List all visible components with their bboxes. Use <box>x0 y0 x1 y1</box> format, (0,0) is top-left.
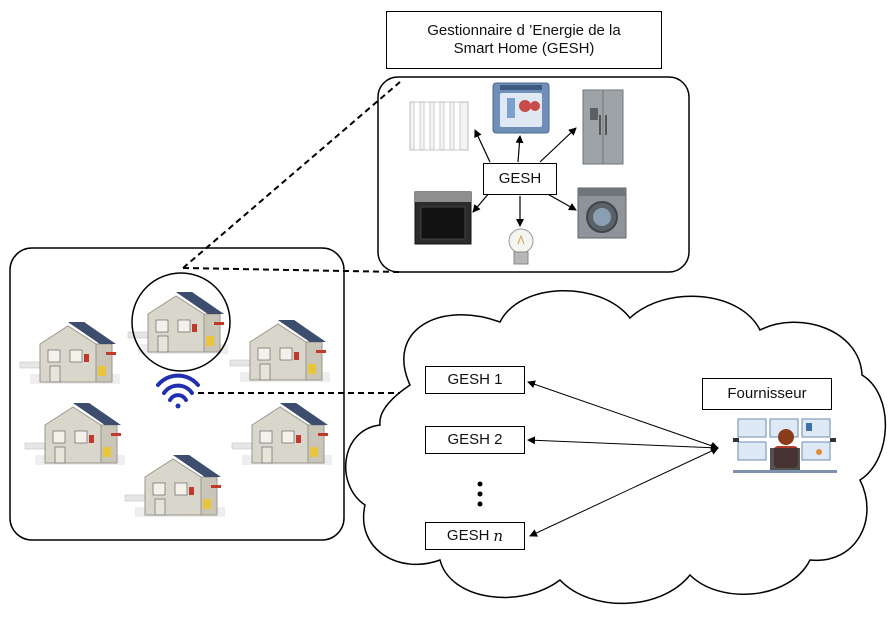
gesh-hub-label: GESH <box>498 170 542 187</box>
provider-box: Fournisseur <box>702 378 832 410</box>
ellipsis-dots <box>477 481 483 507</box>
provider-workstation-icon <box>733 418 837 473</box>
gesh-1-box: GESH 1 <box>425 366 525 394</box>
gesh-2-box: GESH 2 <box>425 426 525 454</box>
refrigerator-icon <box>582 89 624 165</box>
dashed-link-bottom <box>182 267 401 273</box>
oven-icon <box>414 191 472 245</box>
selected-home-circle <box>131 272 231 372</box>
title-box: Gestionnaire d ’Energie de la Smart Home… <box>386 11 662 69</box>
title-line-1: Gestionnaire d ’Energie de la <box>427 22 621 39</box>
washing-machine-icon <box>577 187 627 239</box>
gesh-n-label: GESH <box>446 527 490 544</box>
dashed-link-top-left <box>182 81 401 269</box>
appliance-arrows <box>472 127 577 227</box>
gesh-hub-box: GESH <box>483 163 557 195</box>
provider-arrows <box>527 380 719 537</box>
dishwasher-icon <box>492 82 550 134</box>
gesh-n-box: GESH n <box>425 522 525 550</box>
gesh-1-label: GESH 1 <box>447 371 503 388</box>
radiator-icon <box>409 101 469 151</box>
gesh-n-suffix: n <box>493 527 504 545</box>
wifi-icon <box>156 373 200 409</box>
title-line-2: Smart Home (GESH) <box>453 40 595 57</box>
provider-label: Fournisseur <box>727 385 807 402</box>
light-bulb-icon <box>508 228 534 265</box>
gesh-2-label: GESH 2 <box>447 431 503 448</box>
